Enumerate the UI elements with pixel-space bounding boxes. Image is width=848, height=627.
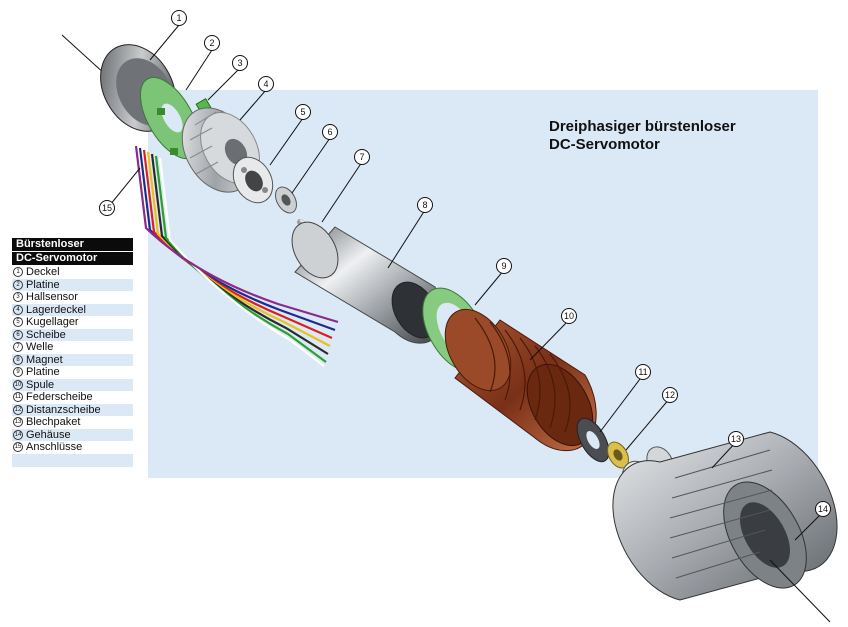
title-line-1: Dreiphasiger bürstenloser [549, 118, 736, 135]
callout-4: 4 [258, 76, 274, 92]
legend-item-label: Kugellager [26, 316, 79, 328]
part-spring-washer [576, 417, 610, 463]
legend-item-number: 4 [13, 304, 23, 315]
callout-5: 5 [295, 104, 311, 120]
svg-text:6: 6 [327, 127, 332, 137]
svg-text:3: 3 [237, 58, 242, 68]
legend-item-label: Magnet [26, 353, 63, 366]
svg-text:8: 8 [422, 200, 427, 210]
callout-3: 3 [232, 55, 248, 71]
callout-2: 2 [204, 35, 220, 51]
legend-item-label: Lagerdeckel [26, 303, 86, 316]
svg-text:14: 14 [818, 504, 828, 514]
svg-text:10: 10 [564, 311, 574, 321]
svg-text:5: 5 [300, 107, 305, 117]
legend-item-number: 12 [13, 404, 23, 415]
legend-item-number: 10 [13, 379, 23, 390]
part-lead-wires [134, 145, 339, 367]
callout-10: 10 [561, 308, 577, 324]
legend-item-number: 8 [13, 354, 23, 365]
legend-item-number: 1 [13, 267, 23, 278]
legend-item-label: Platine [26, 366, 60, 378]
svg-text:2: 2 [209, 38, 214, 48]
callout-1: 1 [171, 10, 187, 26]
legend-filler [12, 453, 133, 467]
part-washer [275, 186, 297, 214]
callout-11: 11 [635, 364, 651, 380]
callout-14: 14 [815, 501, 831, 517]
svg-text:11: 11 [638, 367, 647, 377]
legend-item-number: 7 [13, 342, 23, 353]
legend-item-number: 5 [13, 317, 23, 328]
callout-8: 8 [417, 197, 433, 213]
callout-leaders [109, 24, 824, 541]
legend-item-number: 14 [13, 429, 23, 440]
part-housing [612, 431, 838, 601]
legend-item-label: Distanzscheibe [26, 403, 101, 416]
callout-6: 6 [322, 124, 338, 140]
legend-item-number: 3 [13, 292, 23, 303]
callouts: 1 2 3 4 5 6 7 8 9 10 11 12 13 14 15 [99, 10, 831, 517]
part-spacer [607, 441, 629, 469]
legend-item-label: Hallsensor [26, 291, 78, 303]
axis-line-bottom [769, 559, 831, 623]
svg-text:1: 1 [176, 13, 181, 23]
legend-item-label: Anschlüsse [26, 441, 83, 453]
legend-item-label: Gehäuse [26, 428, 71, 441]
legend-item-number: 11 [13, 392, 23, 403]
callout-9: 9 [496, 258, 512, 274]
legend-item-label: Deckel [26, 266, 60, 278]
svg-text:13: 13 [731, 434, 741, 444]
part-ball-bearing [232, 156, 274, 204]
svg-text:9: 9 [501, 261, 506, 271]
legend-item-label: Welle [26, 341, 54, 353]
svg-text:4: 4 [263, 79, 268, 89]
svg-text:15: 15 [102, 203, 112, 213]
callout-7: 7 [354, 149, 370, 165]
legend-item-number: 9 [13, 367, 23, 378]
legend-header-line-2: DC-Servomotor [12, 252, 133, 265]
callout-15: 15 [99, 200, 115, 216]
title-line-2: DC-Servomotor [549, 136, 660, 153]
legend-item-label: Federscheibe [26, 391, 93, 403]
legend-item-label: Spule [26, 378, 55, 391]
callout-12: 12 [662, 387, 678, 403]
legend-item-number: 13 [13, 417, 23, 428]
legend-header-line-1: Bürstenloser [12, 238, 133, 251]
legend-item-number: 6 [13, 329, 23, 340]
callout-13: 13 [728, 431, 744, 447]
legend-item-label: Platine [26, 278, 60, 291]
legend-item-label: Blechpaket [26, 416, 81, 428]
svg-text:12: 12 [665, 390, 675, 400]
legend-item-number: 15 [13, 442, 23, 453]
part-coil [444, 308, 597, 452]
legend-item-label: Scheibe [26, 328, 66, 341]
diagram-title: Dreiphasiger bürstenloser DC-Servomotor [549, 118, 736, 154]
legend-item-number: 2 [13, 279, 23, 290]
svg-text:7: 7 [359, 152, 364, 162]
